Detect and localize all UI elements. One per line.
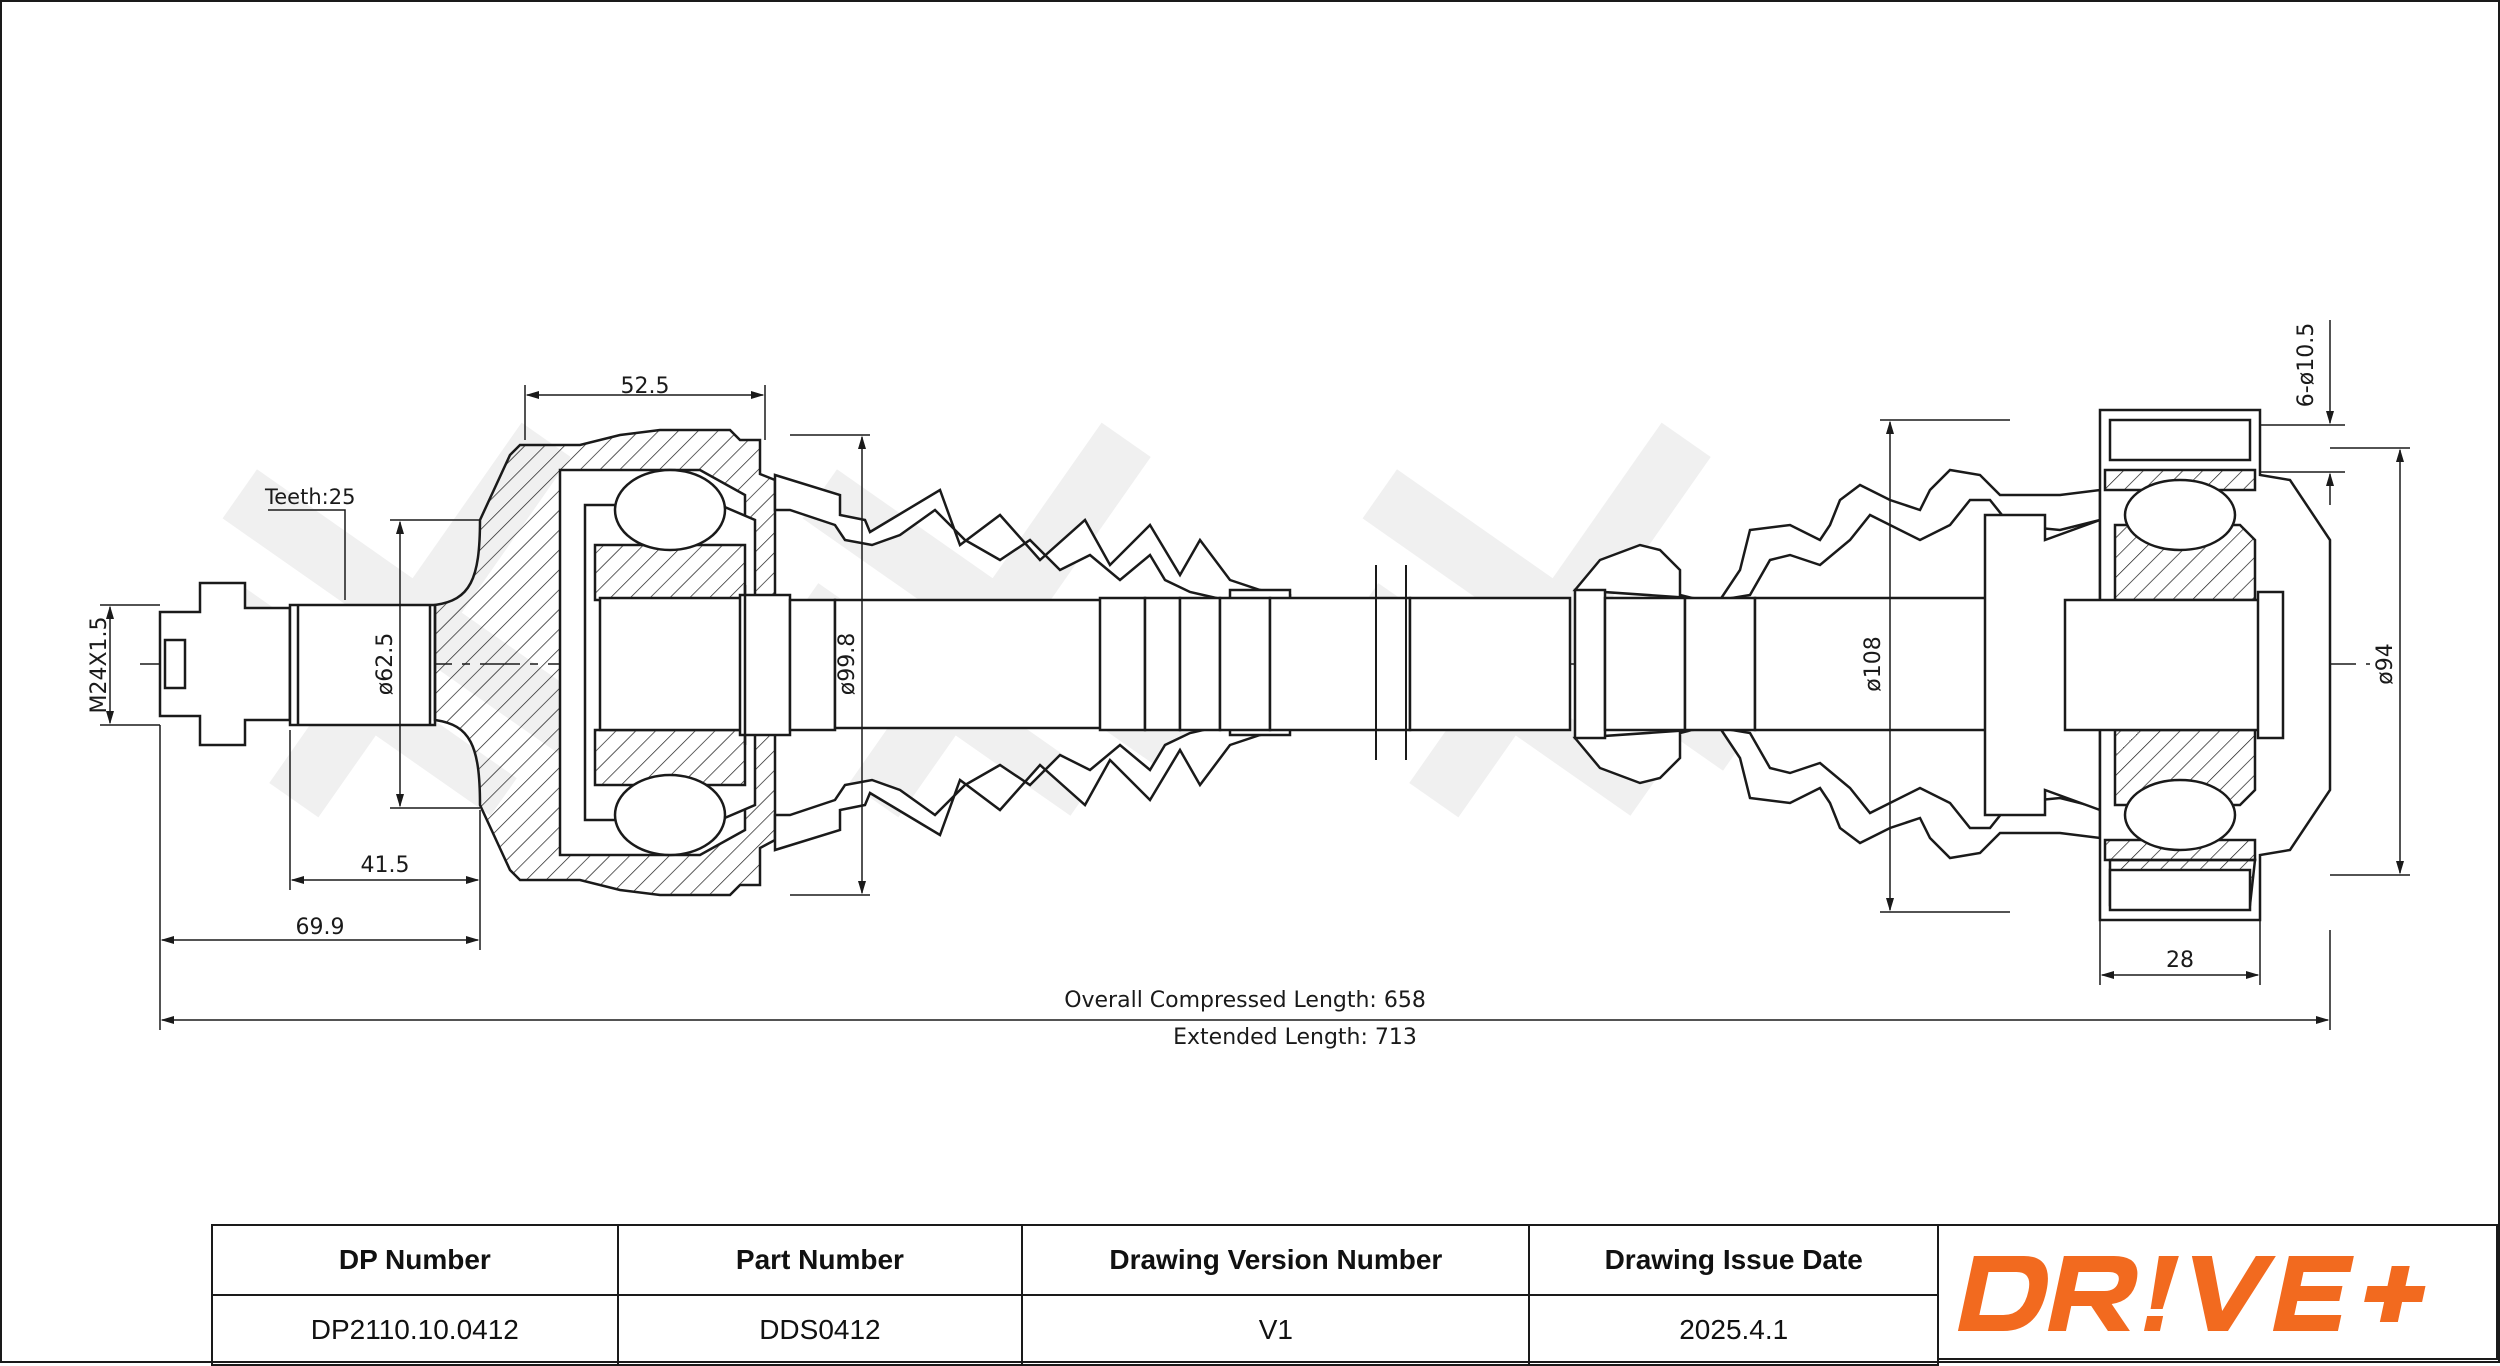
dim-52-5: 52.5	[621, 374, 670, 399]
shaft	[833, 565, 1572, 760]
dim-28: 28	[2166, 948, 2194, 973]
dim-thread: M24X1.5	[87, 616, 112, 713]
drive-logo	[1957, 1256, 2426, 1331]
header-issue-date: Drawing Issue Date	[1528, 1224, 1939, 1296]
header-dp-number: DP Number	[211, 1224, 619, 1296]
inner-joint-housing	[1983, 408, 2332, 922]
dim-d94: ø94	[2373, 643, 2398, 684]
dim-d108: ø108	[1861, 636, 1886, 691]
header-drawing-version: Drawing Version Number	[1021, 1224, 1531, 1296]
header-part-number: Part Number	[616, 1224, 1024, 1296]
dim-teeth: Teeth:25	[264, 485, 355, 509]
title-block: DP Number Part Number Drawing Version Nu…	[211, 1224, 2498, 1366]
dimension-lines	[100, 320, 2410, 1030]
value-part-number: DDS0412	[616, 1294, 1024, 1366]
dim-overall-compressed: Overall Compressed Length: 658	[1064, 988, 1426, 1013]
dim-d99-8: ø99.8	[835, 633, 860, 695]
value-issue-date: 2025.4.1	[1528, 1294, 1939, 1366]
dim-extended: Extended Length: 713	[1173, 1025, 1417, 1050]
value-drawing-version: V1	[1021, 1294, 1531, 1366]
dim-d62-5: ø62.5	[373, 633, 398, 695]
logo-cell	[1938, 1224, 2498, 1360]
dim-holes: 6-ø10.5	[2294, 323, 2319, 407]
title-table: DP Number Part Number Drawing Version Nu…	[211, 1224, 1939, 1366]
value-dp-number: DP2110.10.0412	[211, 1294, 619, 1366]
dim-69-9: 69.9	[296, 915, 345, 940]
dim-41-5: 41.5	[361, 853, 410, 878]
